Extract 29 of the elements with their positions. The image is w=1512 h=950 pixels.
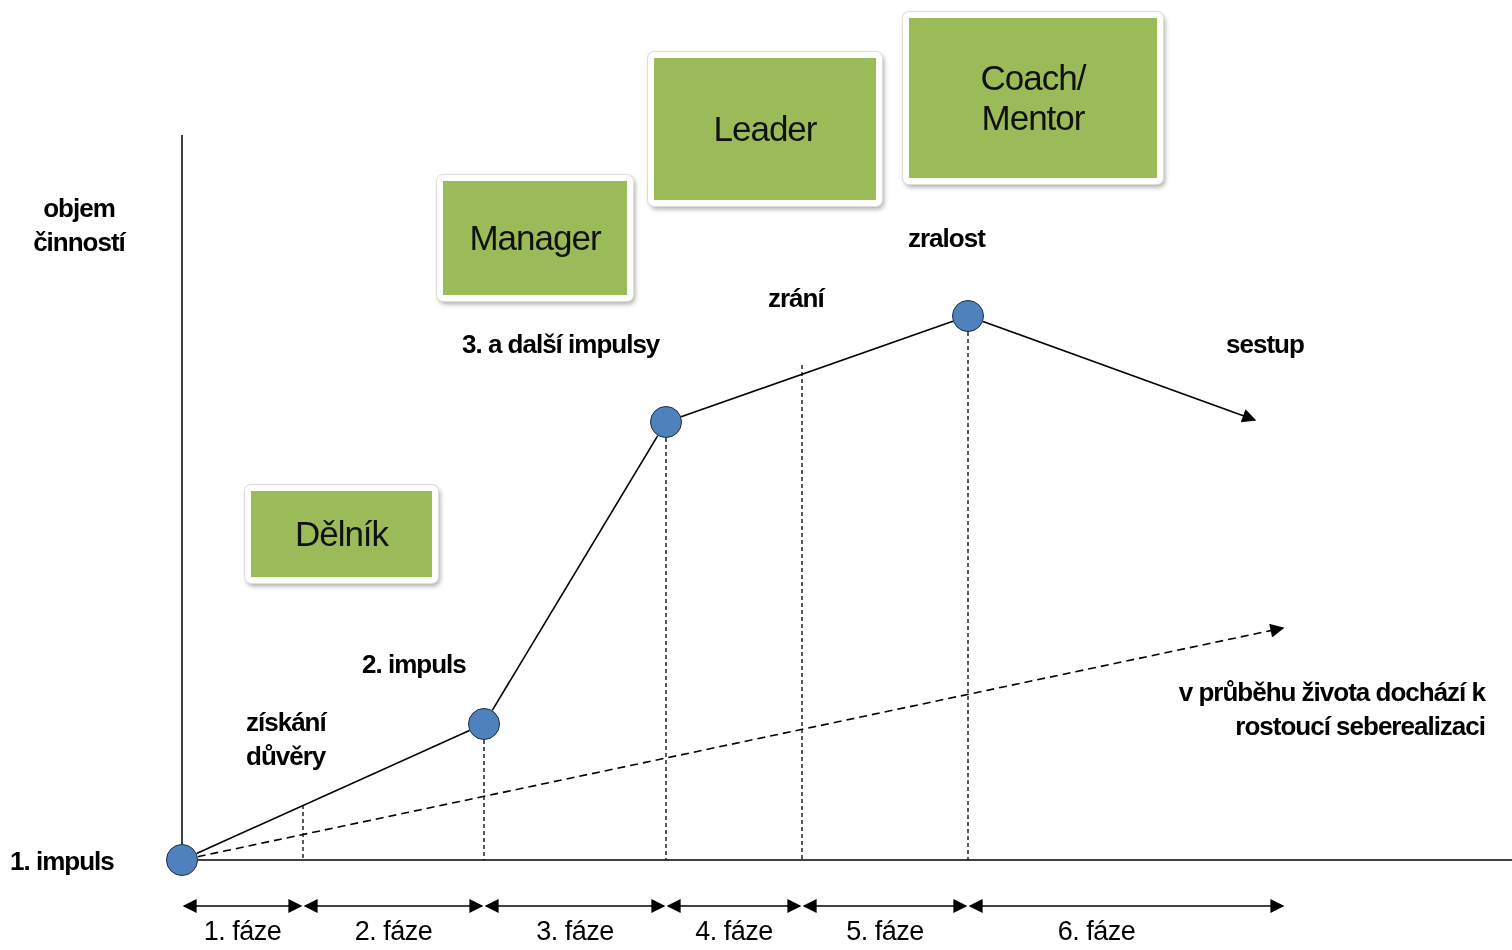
phase-number-label: 5. fáze xyxy=(846,916,924,947)
role-label: Dělník xyxy=(294,513,389,555)
role-label: Manager xyxy=(469,217,601,259)
axis-label: objem činností xyxy=(32,192,128,259)
point-label: 3. a další impulsy xyxy=(462,328,660,361)
role-box xyxy=(245,485,438,583)
point-label: 2. impuls xyxy=(362,648,466,681)
role-box xyxy=(437,175,633,301)
role-label: Leader xyxy=(713,108,817,150)
phase-number-label: 4. fáze xyxy=(695,916,773,947)
phase-number-label: 3. fáze xyxy=(536,916,614,947)
point-marker xyxy=(650,406,682,438)
point-label: 1. impuls xyxy=(10,845,114,878)
point-label: zralost xyxy=(908,222,985,255)
phase-label: zrání xyxy=(768,282,824,315)
connector-arrow xyxy=(196,623,1285,858)
trend-label: v průběhu života dochází k rostoucí seberealizaci xyxy=(1177,676,1485,743)
point-marker xyxy=(468,708,500,740)
phase-label: sestup xyxy=(1226,328,1304,361)
phase-number-label: 6. fáze xyxy=(1057,916,1136,947)
phase-number-label: 2. fáze xyxy=(354,916,433,947)
connector-arrow xyxy=(982,320,1257,423)
role-box xyxy=(648,52,882,206)
role-label: Coach/ Mentor xyxy=(979,57,1088,139)
role-box xyxy=(903,12,1163,184)
phase-number-label: 1. fáze xyxy=(203,916,282,947)
point-marker xyxy=(166,844,198,876)
point-marker xyxy=(952,300,984,332)
phase-label: získání důvěry xyxy=(246,706,328,773)
